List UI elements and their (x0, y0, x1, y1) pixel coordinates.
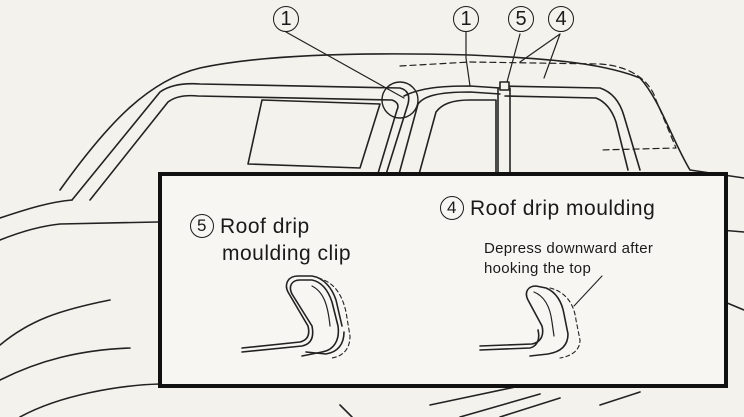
detail-circle (381, 81, 419, 119)
callout-clip: 5 (508, 6, 534, 32)
inset-drawings (241, 275, 603, 359)
leader-5 (506, 33, 521, 83)
roof-outline (59, 53, 744, 191)
moulding-number-badge: 4 (440, 196, 464, 220)
callout-windshield: 1 (273, 6, 299, 32)
clip-number-badge: 5 (190, 214, 214, 238)
leader-4a (519, 33, 561, 63)
callout-moulding: 4 (548, 6, 574, 32)
clip-title-line2: moulding clip (222, 242, 352, 265)
clip-profile-drawing (241, 275, 351, 359)
moulding-profile-drawing (479, 275, 603, 359)
install-note-line2: hooking the top (484, 260, 592, 277)
windshield-frame (71, 82, 410, 201)
note-leader-line (573, 275, 603, 307)
leader-1-right (465, 31, 471, 87)
leader-1-left (285, 31, 405, 99)
clip-marker (499, 81, 510, 91)
callout-roof: 1 (453, 6, 479, 32)
roof-drip-dashed-outline (399, 61, 677, 151)
leader-4b (543, 33, 561, 79)
install-note-line1: Depress downward after (484, 240, 654, 257)
